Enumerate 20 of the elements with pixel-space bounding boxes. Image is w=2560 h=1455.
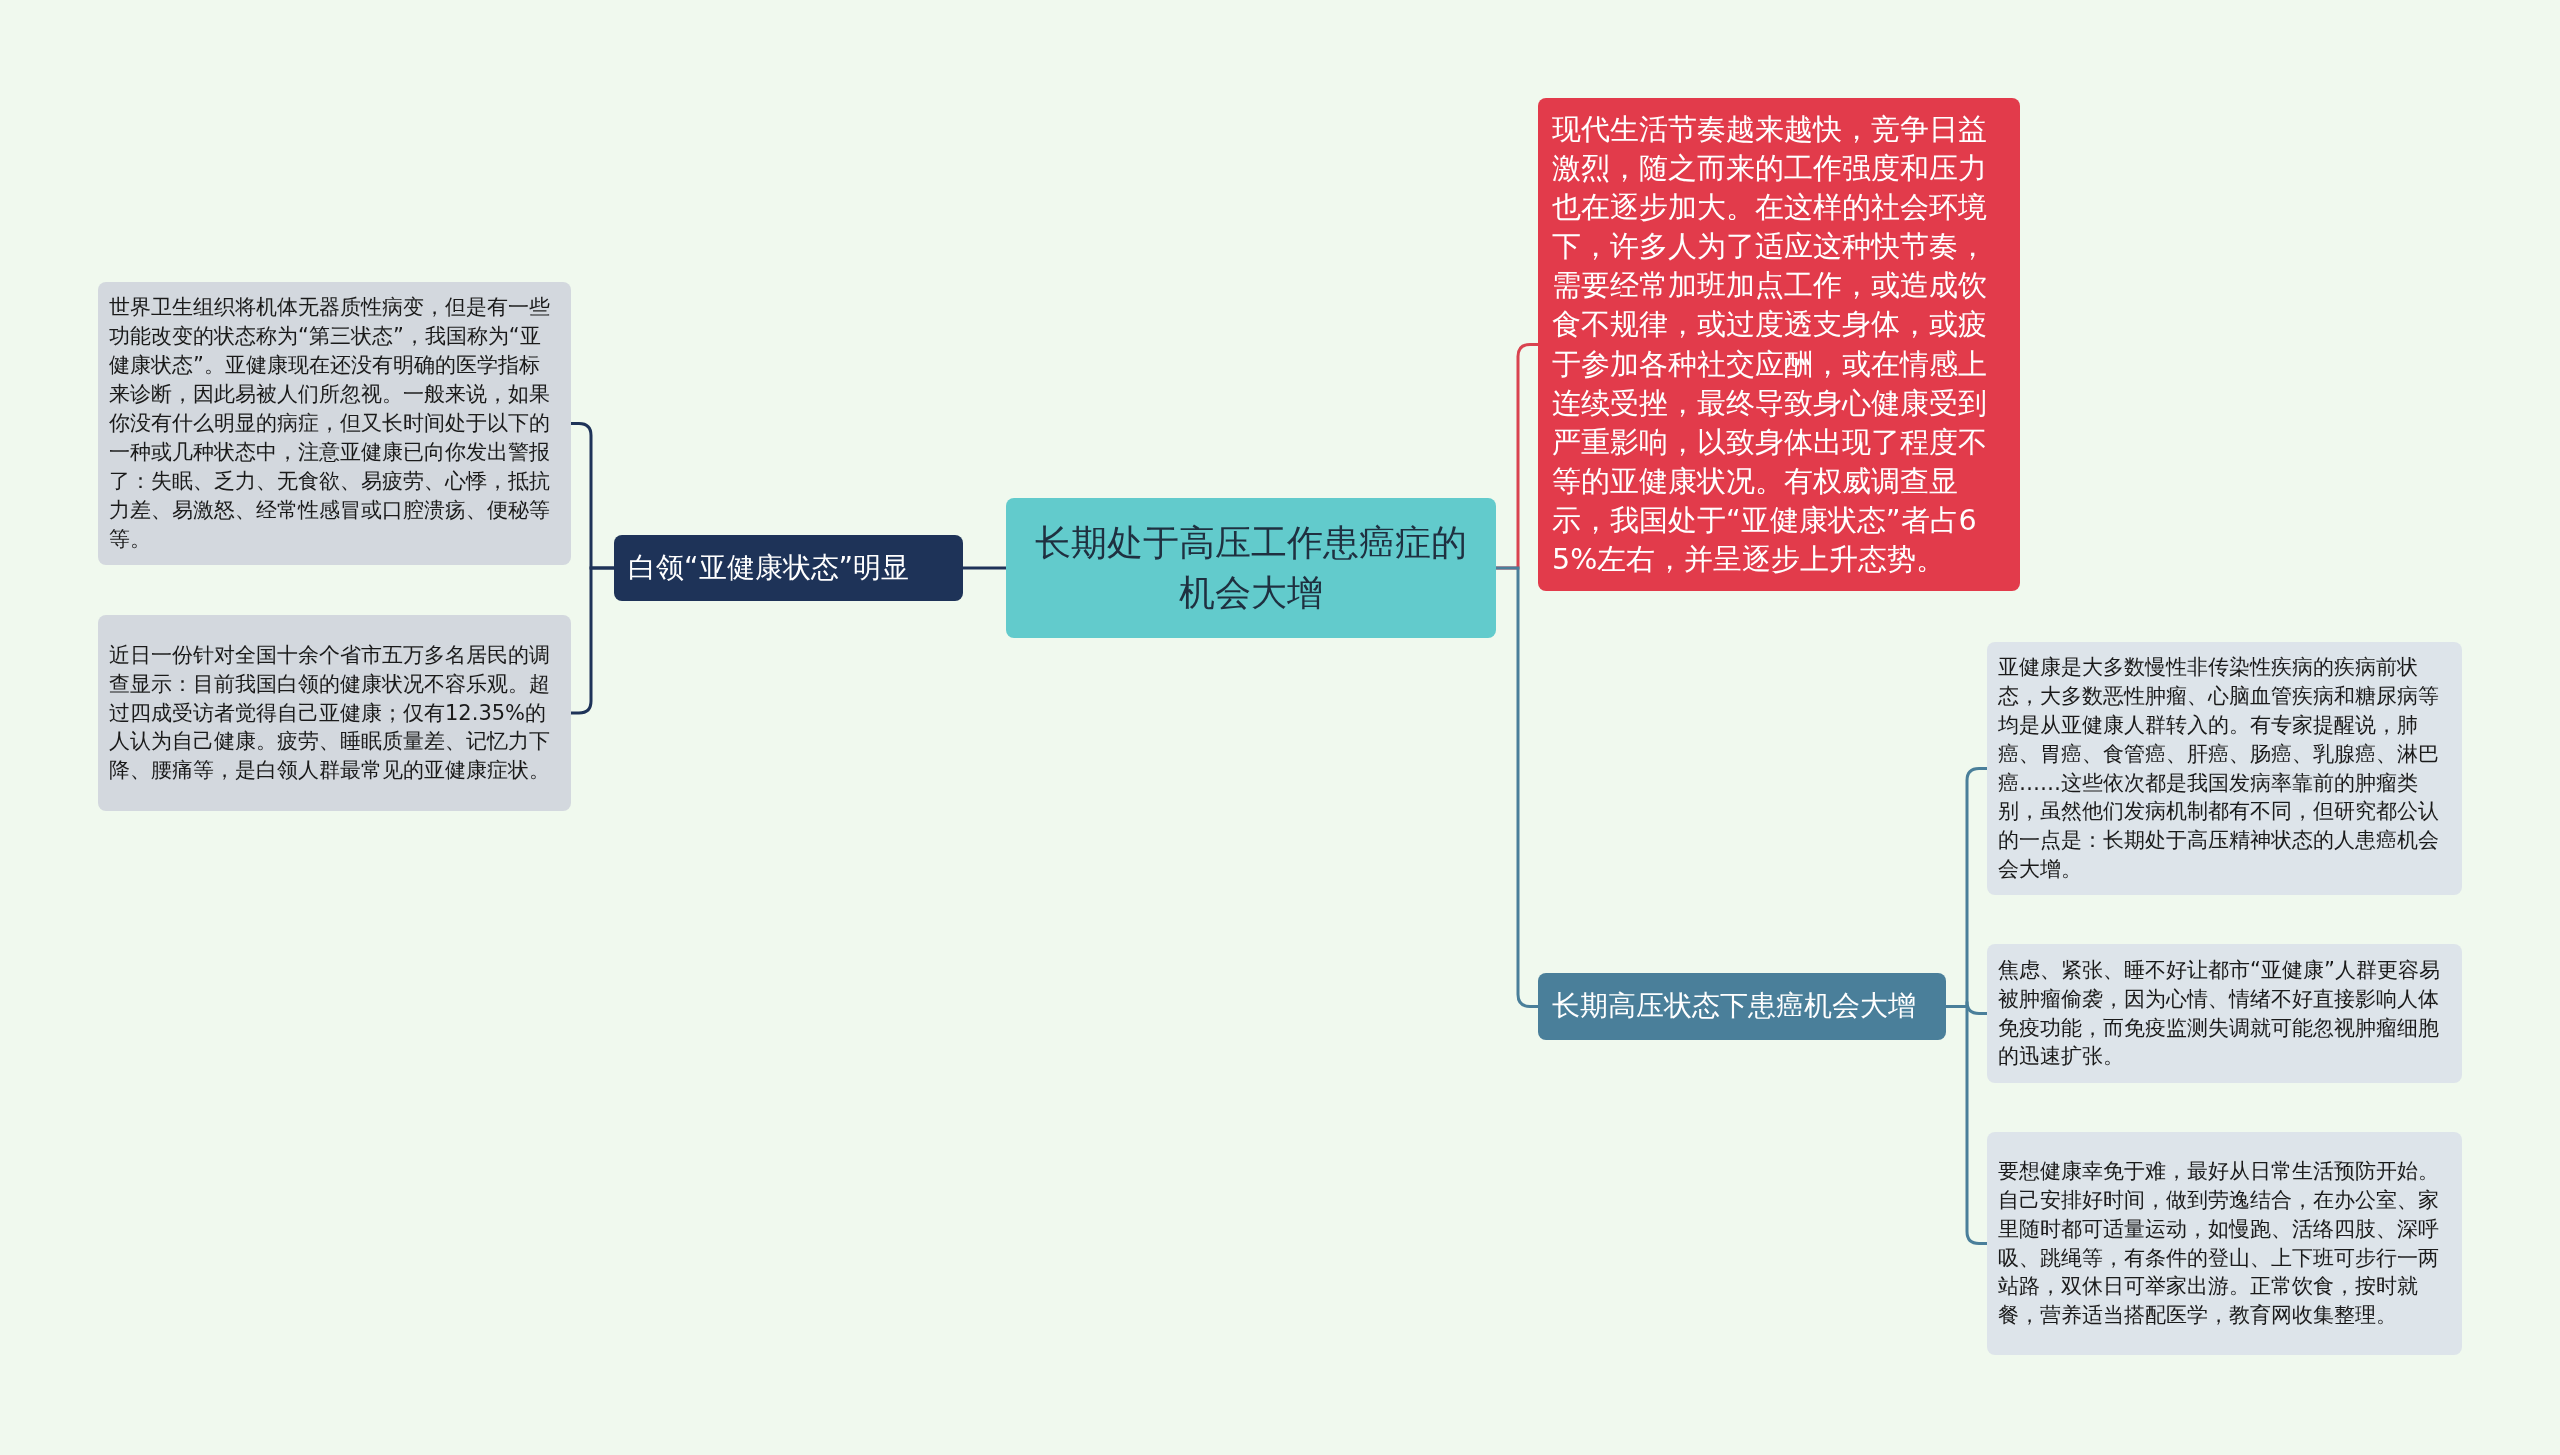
note-box (1987, 1132, 2462, 1355)
note-box (1987, 944, 2462, 1083)
topic-box (1006, 498, 1496, 638)
node-text: 世界卫生组织将机体无器质性病变，但是有一些功能改变的状态称为“第三状态”，我国称为“亚健康状态”。亚健康现在还没有明确的医学指标来诊断，因此易被人们所忽视。一般来说，如果你没有什么明显的病症，但又长时间处于以下的一种或几种状态中，注意亚健康已向你发出警报了：失眠、乏力、无食欲、易疲劳、心悸，抵抗力差、易激怒、经常性感冒或口腔溃疡、便秘等等。 (109, 294, 551, 553)
branch-box (1538, 973, 1946, 1040)
node-text: 长期高压状态下患癌机会大增 (1552, 988, 1917, 1025)
node-text: 长期处于高压工作患癌症的机会大增 (1034, 520, 1468, 615)
branch-box (614, 535, 963, 601)
node-text: 白领“亚健康状态”明显 (628, 549, 910, 586)
connector-line (963, 566, 1006, 570)
connector-line (571, 566, 614, 715)
note-box (98, 615, 571, 811)
node-text: 亚健康是大多数慢性非传染性疾病的疾病前状态，大多数恶性肿瘤、心脑血管疾病和糖尿病等均是从亚健康人群转入的。有专家提醒说，肺癌、胃癌、食管癌、肝癌、肠癌、乳腺癌、淋巴癌……这些依次都是我国发病率靠前的肿瘤类别，虽然他们发病机制都有不同，但研究都公认的一点是：长期处于高压精神状态的人患癌机会会大增。 (1998, 653, 2440, 884)
connector-line (1946, 1005, 1987, 1245)
note-box (1987, 642, 2462, 895)
node-text: 现代生活节奏越来越快，竞争日益激烈，随之而来的工作强度和压力也在逐步加大。在这样的社会环境下，许多人为了适应这种快节奏，需要经常加班加点工作，或造成饮食不规律，或过度透支身体，或疲于参加各种社交应酬，或在情感上连续受挫，最终导致身心健康受到严重影响，以致身体出现了程度不等的亚健康状况。有权威调查显示，我国处于“亚健康状态”者占65%左右，并呈逐步上升态势。 (1552, 112, 1988, 578)
connector-line (1496, 566, 1538, 1008)
node-text: 近日一份针对全国十余个省市五万多名居民的调查显示：目前我国白领的健康状况不容乐观。超过四成受访者觉得自己亚健康；仅有12.35%的人认为自己健康。疲劳、睡眠质量差、记忆力下降、腰痛等，是白领人群最常见的亚健康症状。 (109, 641, 551, 785)
node-text: 要想健康幸免于难，最好从日常生活预防开始。自己安排好时间，做到劳逸结合，在办公室、家里随时都可适量运动，如慢跑、活络四肢、深呼吸、跳绳等，有条件的登山、上下班可步行一两站路，双休日可举家出游。正常饮食，按时就餐，营养适当搭配医学，教育网收集整理。 (1998, 1157, 2440, 1330)
node-text: 焦虑、紧张、睡不好让都市“亚健康”人群更容易被肿瘤偷袭，因为心情、情绪不好直接影响人体免疫功能，而免疫监测失调就可能忽视肿瘤细胞的迅速扩张。 (1998, 956, 2441, 1071)
